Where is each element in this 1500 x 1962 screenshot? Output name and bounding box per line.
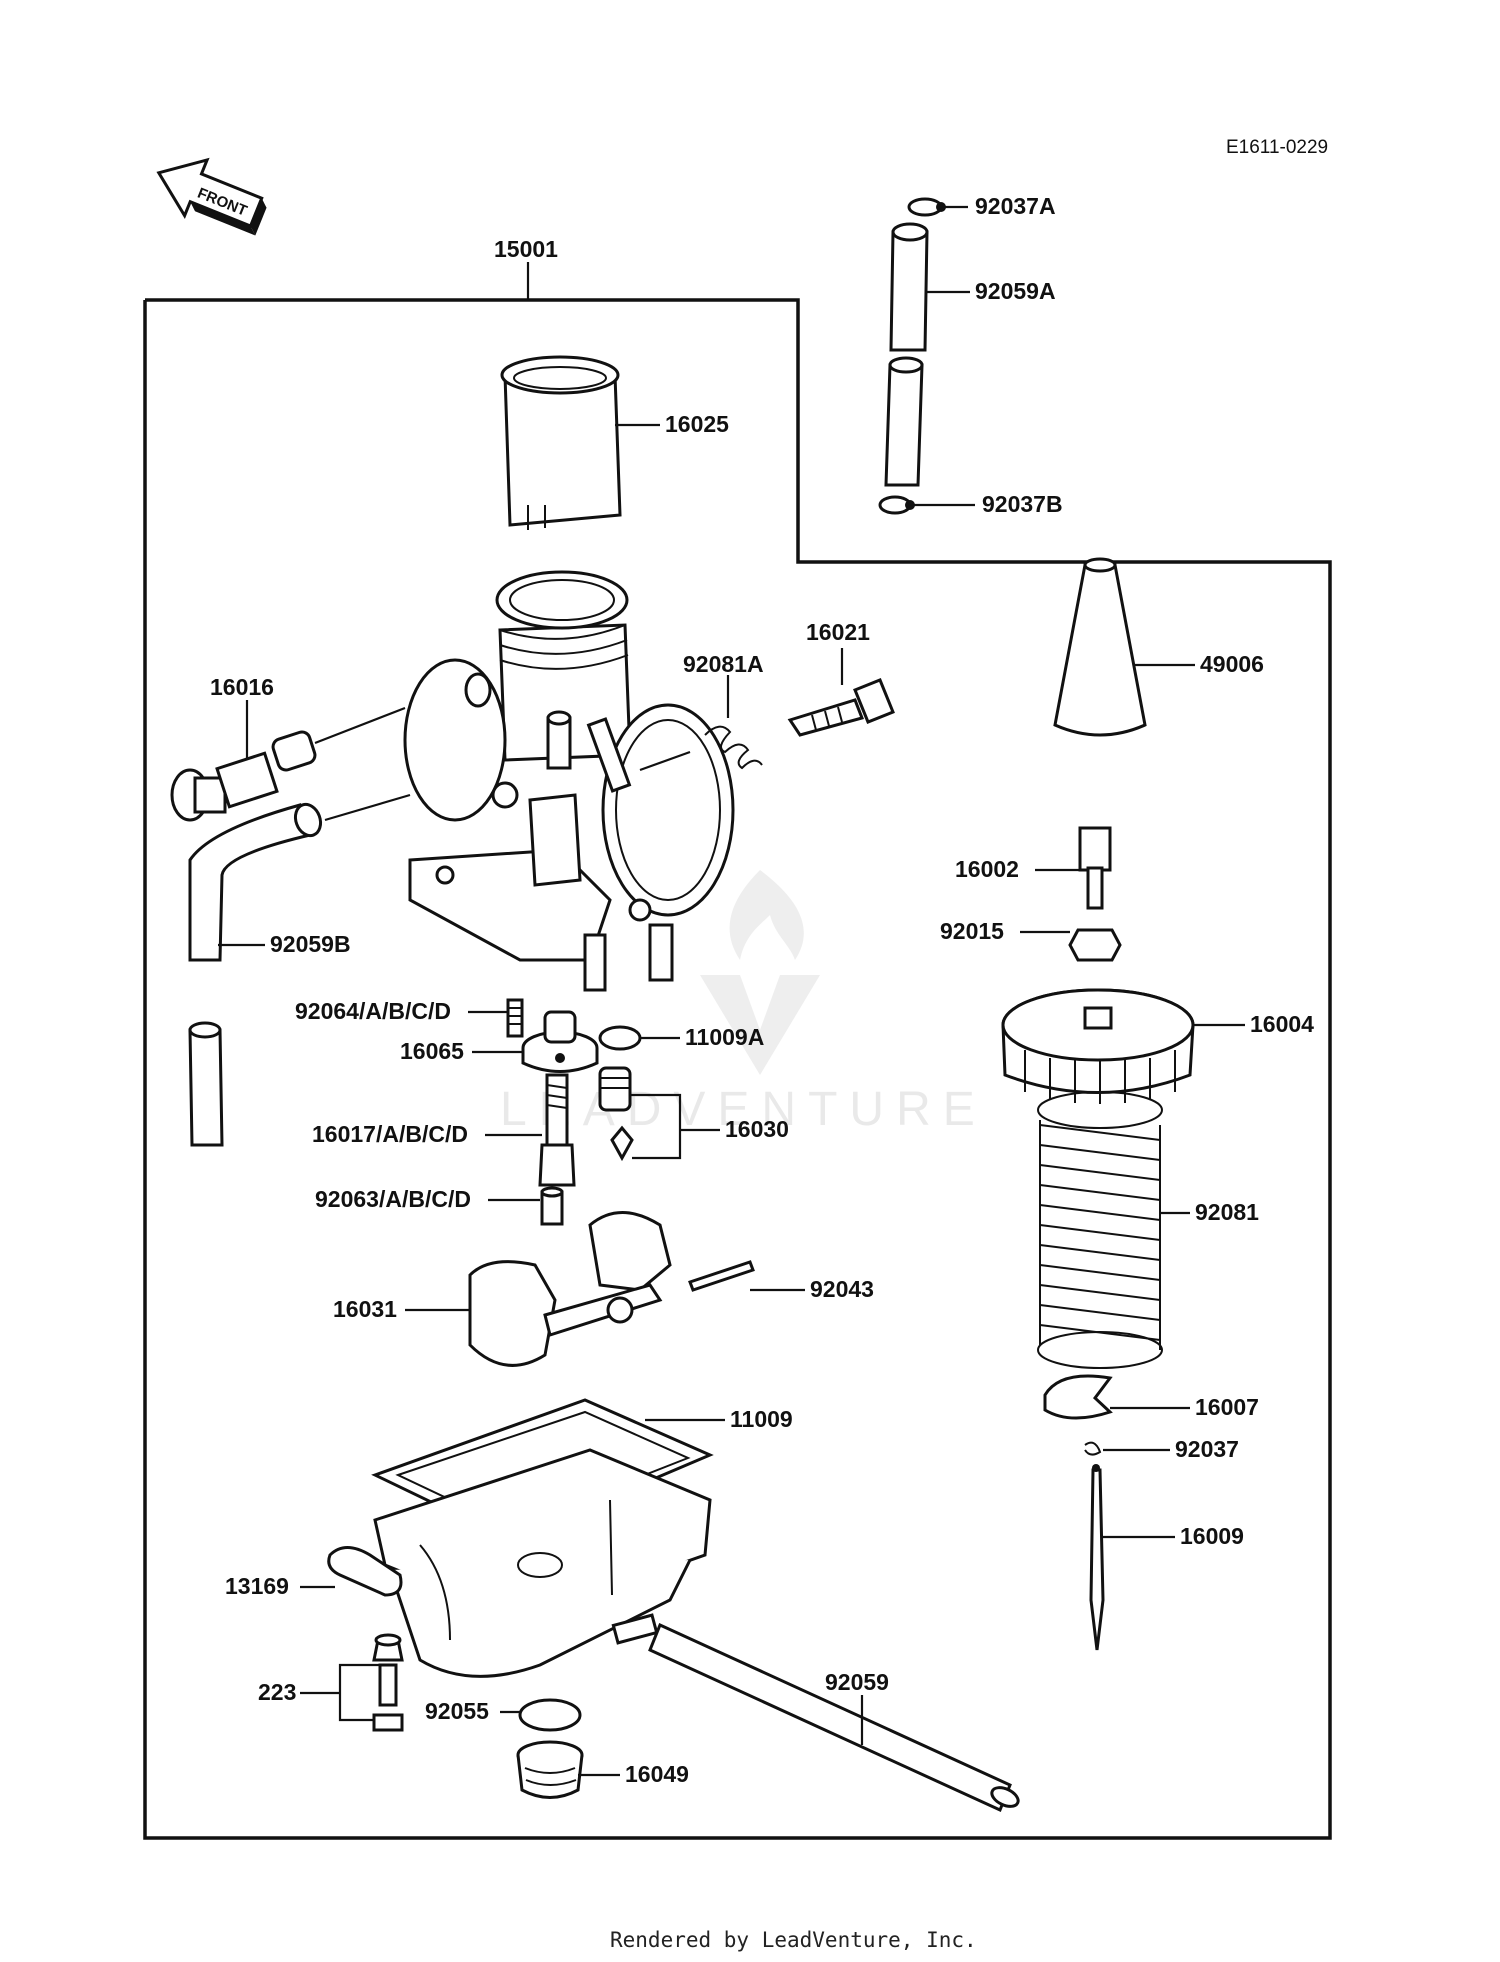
label-16030: 16030	[725, 1116, 789, 1142]
label-223: 223	[258, 1679, 296, 1705]
mixing-chamber-top	[1001, 988, 1195, 1104]
label-16002: 16002	[955, 856, 1019, 882]
o-ring-small	[598, 1025, 642, 1051]
air-screw-spring	[704, 725, 763, 770]
label-16021: 16021	[806, 619, 870, 645]
watermark-logo: LEADVENTURE	[500, 870, 987, 1136]
label-92037A: 92037A	[975, 193, 1056, 219]
label-16017: 16017/A/B/C/D	[312, 1121, 468, 1147]
fuel-hose-left	[188, 802, 323, 1147]
front-arrow-icon: FRONT	[156, 157, 267, 236]
overflow-hose	[648, 1622, 1020, 1813]
label-92037B: 92037B	[982, 491, 1063, 517]
label-92064: 92064/A/B/C/D	[295, 998, 451, 1024]
drain-plug	[516, 1740, 584, 1799]
label-11009: 11009	[730, 1406, 793, 1432]
label-92043: 92043	[810, 1276, 874, 1302]
label-92059B: 92059B	[270, 931, 351, 957]
watermark-text: LEADVENTURE	[500, 1083, 987, 1136]
float-valve	[598, 1066, 634, 1162]
drain-plug-o-ring	[518, 1698, 582, 1732]
label-16025: 16025	[665, 411, 729, 437]
starter-plunger	[170, 730, 317, 822]
label-92059A: 92059A	[975, 278, 1056, 304]
label-92037: 92037	[1175, 1436, 1239, 1462]
label-16065: 16065	[400, 1038, 464, 1064]
label-16031: 16031	[333, 1296, 397, 1322]
label-13169: 13169	[225, 1573, 289, 1599]
label-92081: 92081	[1195, 1199, 1259, 1225]
label-16049: 16049	[625, 1761, 689, 1787]
pilot-air-jet	[506, 998, 524, 1038]
carburetor-body	[403, 570, 735, 992]
rendered-by-footer: Rendered by LeadVenture, Inc.	[610, 1928, 977, 1952]
label-16009: 16009	[1180, 1523, 1244, 1549]
label-16016: 16016	[210, 674, 274, 700]
label-16004: 16004	[1250, 1011, 1314, 1037]
diagram-code: E1611-0229	[1226, 137, 1328, 158]
label-16007: 16007	[1195, 1394, 1259, 1420]
throttle-slide	[500, 355, 622, 530]
label-92063: 92063/A/B/C/D	[315, 1186, 471, 1212]
label-92015: 92015	[940, 918, 1004, 944]
label-92059: 92059	[825, 1669, 889, 1695]
label-92055: 92055	[425, 1698, 489, 1724]
bowl-screws	[372, 1633, 404, 1732]
throttle-spring	[1037, 1091, 1163, 1369]
main-jet	[540, 1186, 564, 1226]
needle-assembly	[1043, 1374, 1113, 1651]
assembly-border	[143, 298, 1332, 1840]
jet-holder	[521, 1010, 599, 1073]
rubber-cap	[1053, 557, 1147, 737]
label-92081A: 92081A	[683, 651, 764, 677]
part-labels: 92037A 92059A 92037B 16025 49006 16021 9…	[210, 193, 1314, 1787]
label-11009A: 11009A	[685, 1024, 764, 1050]
leader-lines	[218, 202, 1245, 1777]
air-screw	[787, 678, 895, 737]
assembly-label: 15001	[494, 236, 558, 262]
label-49006: 49006	[1200, 651, 1264, 677]
float-bowl	[371, 1398, 714, 1678]
float	[468, 1211, 672, 1367]
vent-hose-upper	[878, 197, 943, 515]
needle-jet	[538, 1073, 576, 1187]
cable-adjuster	[1068, 826, 1122, 962]
float-pin	[688, 1260, 755, 1292]
hose-bracket	[327, 1546, 403, 1597]
